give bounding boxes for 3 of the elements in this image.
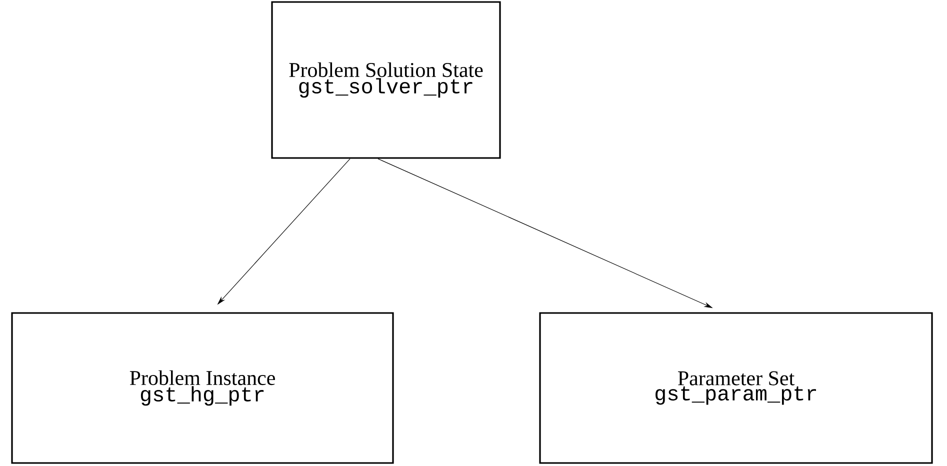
process-box: Parameter Set gst_param_ptr [539,312,933,464]
process-box: Problem Instance gst_hg_ptr [11,312,394,464]
process-box: Problem Solution State gst_solver_ptr [271,1,501,159]
